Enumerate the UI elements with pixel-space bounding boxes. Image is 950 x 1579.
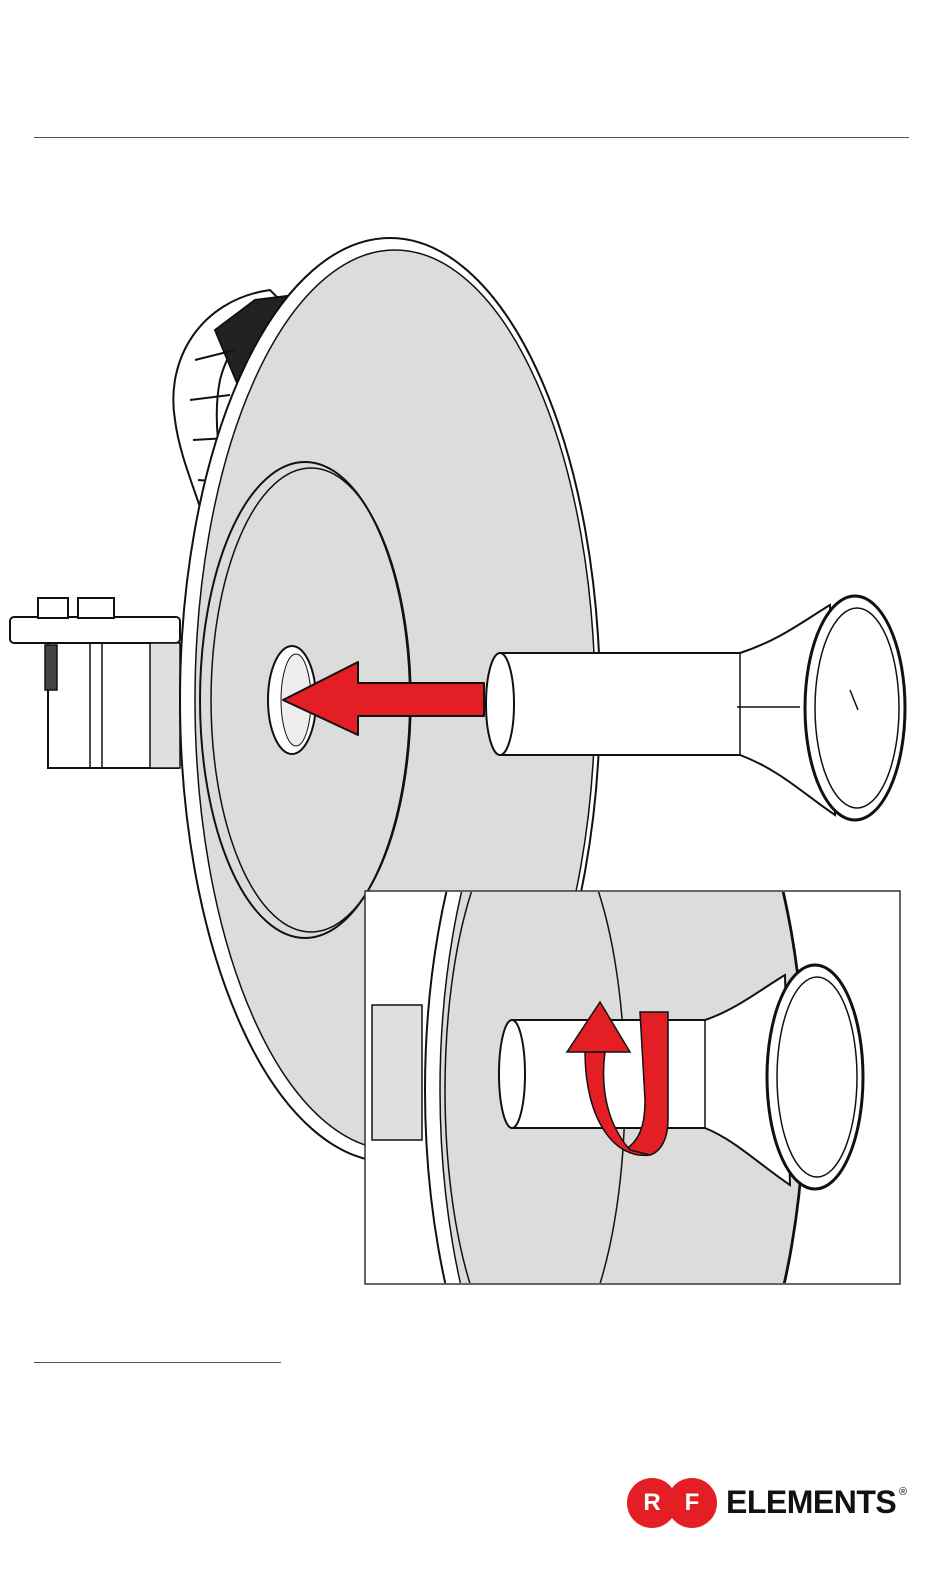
pole-clamp bbox=[10, 598, 180, 768]
logo-circle-f: F bbox=[667, 1478, 717, 1528]
bottom-rule bbox=[34, 1362, 281, 1363]
registered-mark: ® bbox=[899, 1486, 907, 1498]
logo-wordmark: ELEMENTS bbox=[726, 1484, 896, 1521]
rf-elements-logo: R F ELEMENTS ® bbox=[627, 1478, 917, 1530]
